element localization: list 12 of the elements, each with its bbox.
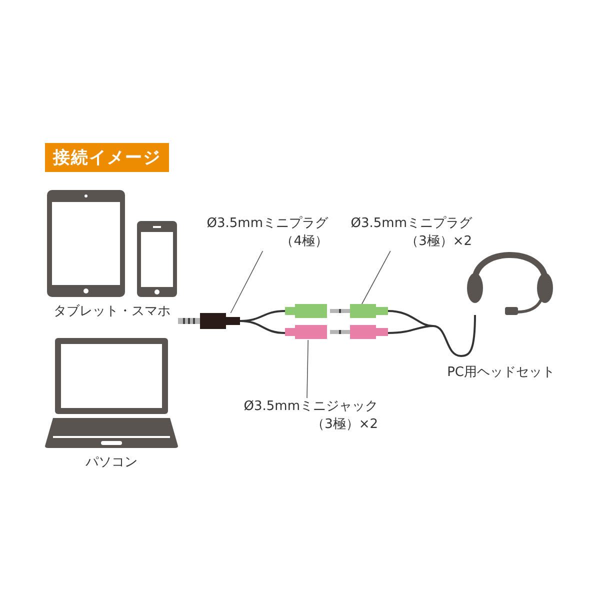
callout-label: Ø3.5mmミニジャック（3極）×2	[236, 398, 378, 434]
cable	[240, 310, 286, 334]
callout-label: Ø3.5mmミニプラグ（3極）×2	[336, 215, 472, 251]
callout-label: Ø3.5mmミニプラグ（4極）	[192, 215, 328, 251]
cable	[387, 310, 476, 357]
section-heading: 接続イメージ	[45, 143, 169, 172]
leader-line	[306, 340, 308, 398]
leader-line	[362, 250, 391, 304]
device-caption: タブレット・スマホ	[54, 303, 170, 320]
leader-line	[230, 250, 264, 314]
device-caption: PC用ヘッドセット	[447, 364, 555, 381]
device-caption: パソコン	[86, 454, 138, 471]
